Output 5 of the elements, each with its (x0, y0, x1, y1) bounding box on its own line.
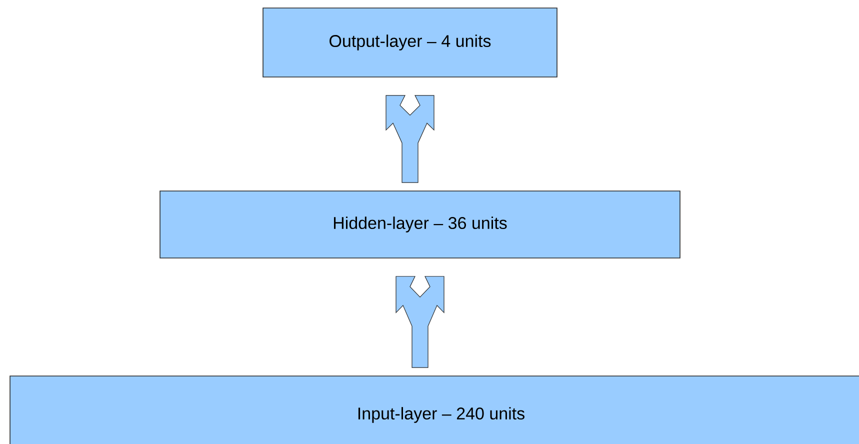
split-arrow (396, 276, 444, 368)
layer-box: Input-layer – 240 units (10, 376, 859, 444)
layer-box: Output-layer – 4 units (262, 8, 558, 78)
layer-box: Hidden-layer – 36 units (160, 190, 680, 258)
split-arrow (386, 95, 434, 183)
